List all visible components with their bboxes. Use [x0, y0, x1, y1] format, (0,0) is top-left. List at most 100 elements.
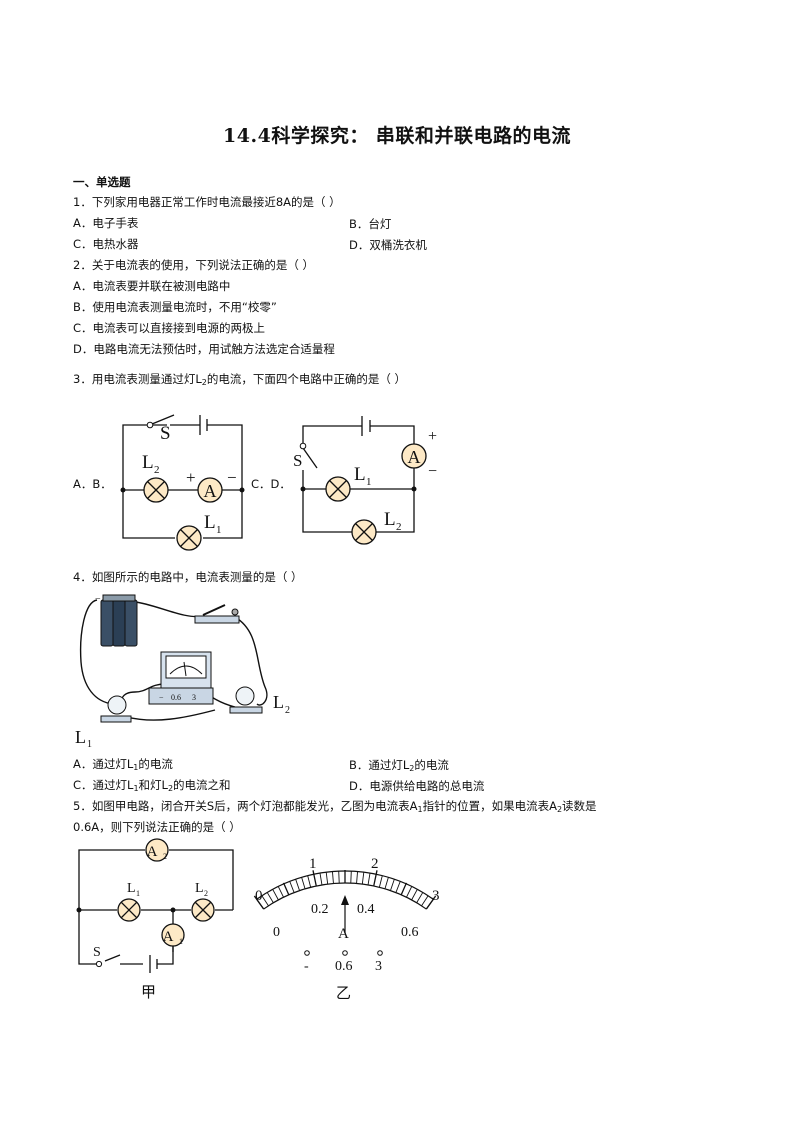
svg-text:L: L — [204, 512, 216, 533]
upper-tick-label: 0 — [255, 888, 263, 904]
svg-text:+: + — [428, 428, 437, 445]
svg-text:L: L — [142, 452, 154, 473]
q4-option-d: D．电源供给电路的总电流 — [349, 779, 485, 793]
q5-stem-line1: 5．如图甲电路，闭合开关S后，两个灯泡都能发光，乙图为电流表A1指针的位置，如果… — [73, 799, 597, 814]
svg-text:A: A — [163, 929, 174, 945]
q4-option-a: A．通过灯L1的电流 — [73, 757, 173, 772]
svg-text:+: + — [186, 468, 196, 487]
q5-circuit-jia: A 2 A 1 L 1 L 2 S 甲 — [76, 838, 234, 1001]
svg-text:A: A — [408, 447, 421, 467]
q4-stem: 4．如图所示的电路中，电流表测量的是（ ） — [73, 570, 303, 584]
scale-tick — [411, 889, 418, 901]
scale-tick — [390, 879, 395, 891]
scale-tick — [312, 870, 317, 887]
q3-circuit-1: A S L 2 + − L 1 — [120, 414, 245, 551]
svg-text:−: − — [159, 693, 164, 702]
scale-tick — [325, 872, 329, 885]
terminal-label: 0.6 — [335, 959, 353, 974]
svg-text:甲: 甲 — [141, 985, 156, 1001]
q2-option-a: A．电流表要并联在被测电路中 — [73, 279, 231, 293]
q4-option-b: B．通过灯L2的电流 — [349, 758, 449, 773]
scale-tick — [367, 872, 371, 885]
lamp-icon — [117, 898, 141, 922]
upper-tick-label: 1 — [309, 856, 317, 872]
svg-text:2: 2 — [396, 521, 402, 533]
q4-option-c: C．通过灯L1和灯L2的电流之和 — [73, 778, 231, 793]
page-title: 14.4科学探究： 串联和并联电路的电流 — [223, 125, 571, 147]
svg-text:0.6: 0.6 — [171, 693, 181, 702]
ammeter-icon: A 1 — [161, 923, 185, 947]
scale-tick — [421, 895, 429, 907]
scale-tick — [261, 895, 269, 907]
scale-tick — [373, 870, 378, 887]
svg-text:L: L — [273, 692, 284, 712]
ammeter-icon: − 0.6 3 — [148, 651, 214, 705]
svg-text:S: S — [293, 451, 302, 470]
terminal-label: 3 — [375, 959, 382, 974]
q2-option-b: B．使用电流表测量电流时，不用“校零” — [73, 300, 277, 314]
svg-text:乙: 乙 — [336, 986, 351, 1002]
scale-tick — [282, 882, 290, 896]
svg-text:2: 2 — [204, 889, 208, 898]
svg-text:A: A — [204, 481, 217, 501]
svg-text:L: L — [127, 881, 136, 896]
scale-tick — [272, 889, 279, 901]
section-heading: 一、单选题 — [73, 175, 131, 189]
upper-tick-label: 3 — [432, 888, 440, 904]
svg-text:1: 1 — [136, 889, 140, 898]
scale-tick — [378, 875, 383, 888]
svg-text:2: 2 — [285, 705, 290, 716]
q5-meter-yi: 0 1 2 3 0 0.2 0.4 0.6 A - 0.6 3 乙 — [253, 856, 440, 1002]
upper-tick-label: 2 — [371, 856, 379, 872]
svg-text:1: 1 — [179, 937, 183, 946]
scale-tick — [301, 877, 306, 889]
svg-text:2: 2 — [154, 464, 160, 476]
svg-text:S: S — [160, 423, 171, 444]
svg-text:−: − — [95, 594, 101, 605]
ammeter-icon: A — [401, 443, 427, 469]
q1-option-c: C．电热水器 — [73, 237, 139, 251]
q3-circuit-2: A S L 1 L 2 + − — [293, 416, 437, 545]
svg-text:1: 1 — [366, 476, 372, 488]
svg-text:S: S — [93, 945, 101, 960]
scale-tick — [319, 872, 323, 885]
svg-text:2: 2 — [163, 852, 167, 861]
svg-text:A: A — [147, 844, 158, 860]
q2-option-c: C．电流表可以直接接到电源的两极上 — [73, 321, 266, 335]
scale-tick — [266, 892, 274, 903]
q5-stem-line2: 0.6A，则下列说法正确的是（ ） — [73, 820, 241, 834]
q2-stem: 2．关于电流表的使用，下列说法正确的是（ ） — [73, 258, 314, 272]
svg-text:L: L — [384, 509, 396, 530]
lamp-icon — [143, 477, 169, 503]
svg-text:1: 1 — [87, 739, 92, 750]
ammeter-icon: A — [197, 477, 223, 503]
scale-tick — [253, 895, 265, 910]
terminal-label: - — [304, 959, 309, 974]
svg-text:L: L — [75, 727, 86, 747]
scale-tick — [425, 895, 437, 910]
q3-label-cd: C．D． — [251, 477, 291, 491]
svg-text:L: L — [195, 881, 204, 896]
q3-label-ab: A．B． — [73, 477, 112, 491]
meter-needle — [341, 895, 349, 933]
q1-option-d: D．双桶洗衣机 — [349, 238, 427, 252]
bulb-icon — [229, 686, 263, 714]
lower-tick-label: 0 — [273, 925, 280, 940]
lamp-icon — [191, 898, 215, 922]
q4-physical-circuit: − − 0.6 3 L 1 L 2 — [75, 594, 290, 750]
lamp-icon — [351, 519, 377, 545]
scale-tick — [416, 892, 424, 903]
scale-tick — [406, 886, 413, 898]
switch-icon — [194, 604, 240, 624]
q3-stem: 3．用电流表测量通过灯L2的电流，下面四个电路中正确的是（ ） — [73, 372, 406, 387]
lamp-icon — [176, 525, 202, 551]
q1-stem: 1．下列家用电器正常工作时电流最接近8A的是（ ） — [73, 195, 341, 209]
scale-tick — [307, 875, 312, 888]
ammeter-icon: A 2 — [145, 838, 169, 862]
scale-tick — [395, 881, 401, 893]
q1-option-a: A．电子手表 — [73, 216, 139, 230]
scale-tick — [295, 879, 300, 891]
q2-option-d: D．电路电流无法预估时，用试触方法选定合适量程 — [73, 342, 335, 356]
bulb-icon — [100, 695, 132, 723]
unit-label: A — [338, 926, 349, 942]
